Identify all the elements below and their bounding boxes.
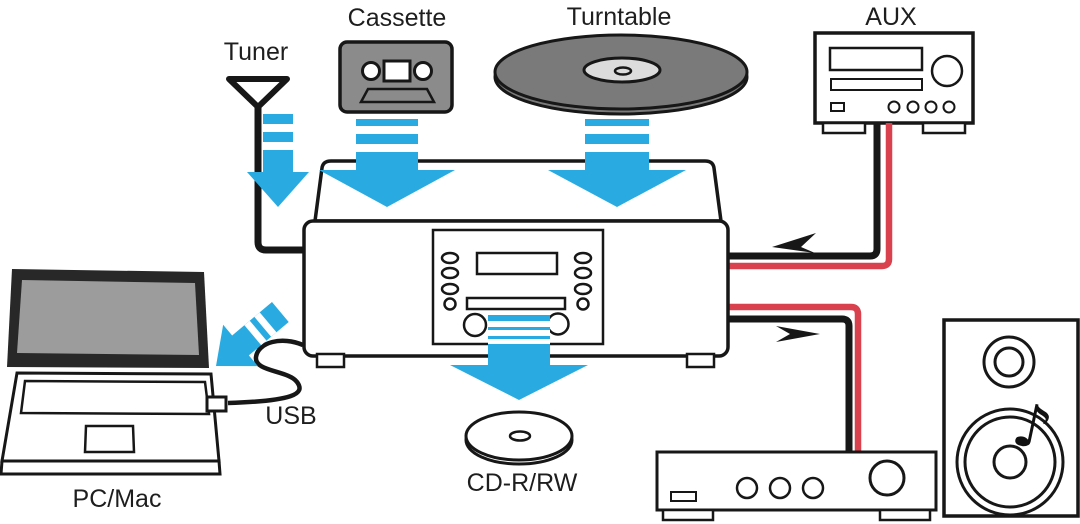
usb-cable xyxy=(205,338,304,413)
tuner-antenna-icon xyxy=(226,76,310,254)
cassette-label: Cassette xyxy=(348,4,447,32)
tuner-arrow xyxy=(247,114,309,207)
antenna-vee xyxy=(226,76,290,110)
turntable-record-icon xyxy=(493,33,749,116)
laptop-keyboard xyxy=(19,379,211,416)
laptop-screen xyxy=(17,280,199,355)
turntable-arrow xyxy=(548,119,686,207)
usb-arrow xyxy=(216,302,289,367)
cd-disc-icon xyxy=(464,410,574,466)
right-direction-arrowhead xyxy=(776,326,820,342)
amp-volume-knob xyxy=(868,459,906,497)
usb-label: USB xyxy=(265,402,316,430)
recorder-knob-right xyxy=(546,312,570,336)
amplifier-icon xyxy=(655,450,938,522)
speaker-icon: ♪ xyxy=(942,318,1080,518)
aux-device-icon xyxy=(813,31,975,135)
cassette-arrow xyxy=(319,119,455,207)
left-direction-arrowhead xyxy=(772,233,816,253)
cd-write-arrow xyxy=(450,315,588,400)
aux-to-recorder-cable xyxy=(724,123,893,270)
recorder-disc-slot xyxy=(465,296,567,311)
pc-mac-label: PC/Mac xyxy=(73,485,162,513)
cassette-icon xyxy=(338,40,454,114)
antenna-lead-cable xyxy=(254,104,310,254)
laptop-trackpad xyxy=(83,424,136,454)
cd-r-rw-label: CD-R/RW xyxy=(467,469,578,497)
aux-knob xyxy=(930,54,964,88)
recorder-to-amp-cable xyxy=(724,303,862,453)
laptop-icon xyxy=(0,269,222,476)
tuner-label: Tuner xyxy=(224,38,288,66)
turntable-label: Turntable xyxy=(567,3,672,31)
aux-display xyxy=(828,46,924,72)
usb-plug xyxy=(205,395,228,413)
aux-label: AUX xyxy=(865,3,917,31)
recorder-display xyxy=(475,251,559,276)
cd-recorder-unit xyxy=(302,219,730,369)
recorder-knob-left xyxy=(462,312,488,338)
